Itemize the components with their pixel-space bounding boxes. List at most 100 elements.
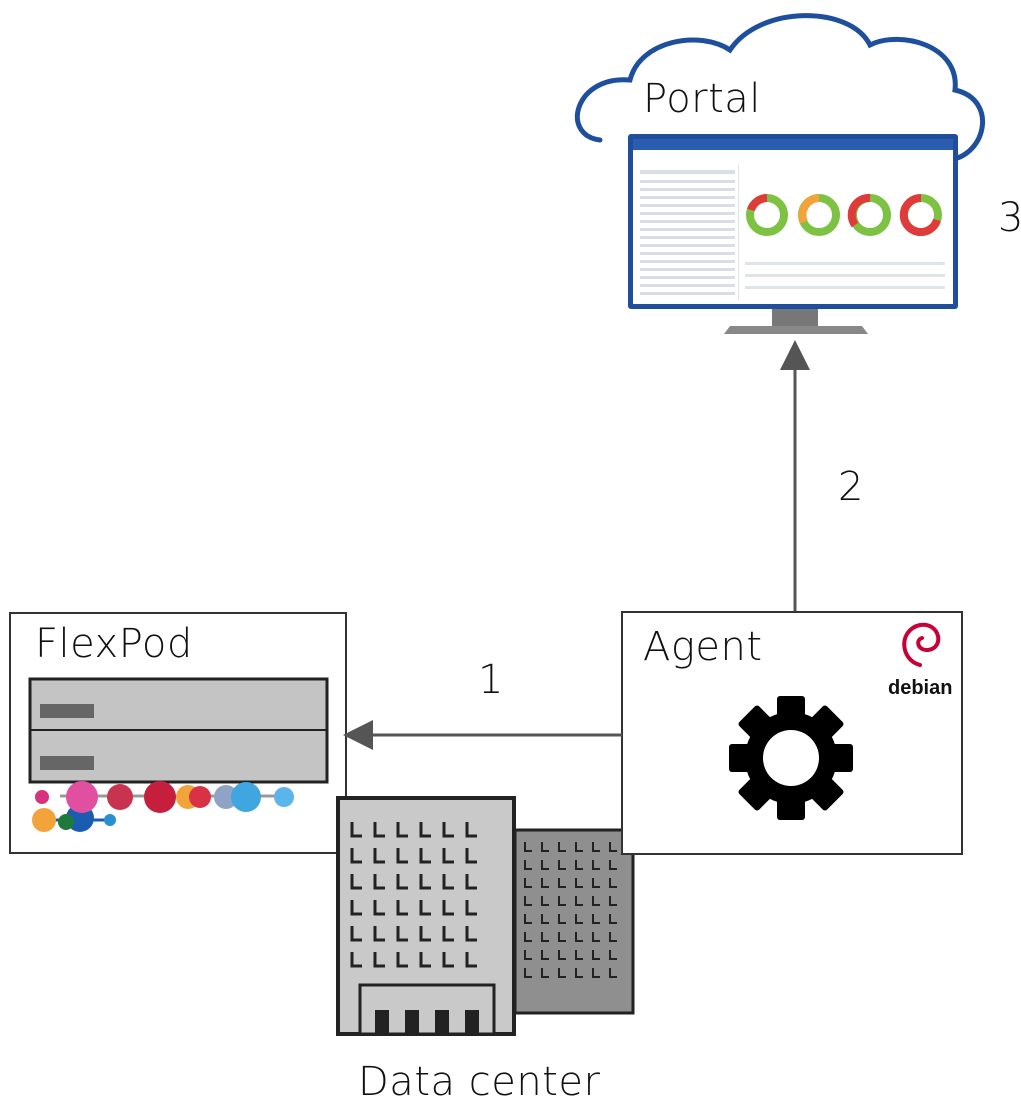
- building-window: [575, 896, 583, 906]
- building-window: [419, 900, 431, 916]
- step-3-label: 3: [998, 195, 1021, 241]
- building-window: [396, 848, 408, 864]
- building-window: [609, 896, 617, 906]
- monitor-icon: [628, 134, 958, 334]
- building-window: [396, 952, 408, 968]
- building-window: [442, 900, 454, 916]
- building-window: [350, 874, 362, 890]
- building-window: [419, 926, 431, 942]
- building-window: [558, 896, 566, 906]
- building-window: [442, 874, 454, 890]
- building-window: [396, 874, 408, 890]
- gear-icon: [729, 696, 853, 820]
- building-window: [558, 842, 566, 852]
- building-window: [373, 926, 385, 942]
- building-window: [575, 968, 583, 978]
- building-window: [350, 822, 362, 838]
- building-window: [419, 822, 431, 838]
- building-window: [524, 968, 532, 978]
- building-window: [524, 878, 532, 888]
- building-window: [592, 878, 600, 888]
- building-window: [541, 842, 549, 852]
- building-window: [592, 860, 600, 870]
- building-window: [575, 842, 583, 852]
- building-window: [592, 932, 600, 942]
- building-window: [350, 926, 362, 942]
- building-window: [592, 914, 600, 924]
- building-window: [442, 822, 454, 838]
- building-window: [609, 860, 617, 870]
- debian-label: debian: [888, 677, 953, 699]
- flexpod-server-icon: [28, 677, 329, 784]
- building-window: [350, 848, 362, 864]
- building-window: [609, 878, 617, 888]
- building-window: [541, 860, 549, 870]
- building-window: [575, 860, 583, 870]
- building-window: [524, 932, 532, 942]
- building-window: [419, 874, 431, 890]
- building-window: [442, 848, 454, 864]
- building-window: [524, 950, 532, 960]
- building-window: [609, 968, 617, 978]
- building-window: [609, 932, 617, 942]
- building-window: [558, 860, 566, 870]
- building-window: [524, 860, 532, 870]
- flexpod-dots: [32, 781, 294, 832]
- building-window: [558, 968, 566, 978]
- building-window: [541, 932, 549, 942]
- building-window: [524, 914, 532, 924]
- donut-charts: [746, 193, 942, 236]
- agent-label: Agent: [643, 624, 763, 670]
- building-window: [419, 848, 431, 864]
- building-window: [373, 874, 385, 890]
- step-1-label: 1: [478, 657, 504, 703]
- building-window: [541, 878, 549, 888]
- building-window: [541, 896, 549, 906]
- building-window: [524, 896, 532, 906]
- building-window: [350, 900, 362, 916]
- building-window: [373, 900, 385, 916]
- building-window: [592, 896, 600, 906]
- building-window: [609, 950, 617, 960]
- building-window: [575, 932, 583, 942]
- flexpod-label: FlexPod: [35, 621, 193, 667]
- building-window: [609, 914, 617, 924]
- building-window: [558, 878, 566, 888]
- building-window: [373, 848, 385, 864]
- building-window: [592, 950, 600, 960]
- building-window: [592, 842, 600, 852]
- building-window: [396, 900, 408, 916]
- building-window: [465, 926, 477, 942]
- building-window: [524, 842, 532, 852]
- building-window: [609, 842, 617, 852]
- building-window: [592, 968, 600, 978]
- building-window: [442, 952, 454, 968]
- step-2-label: 2: [838, 464, 864, 510]
- building-window: [465, 822, 477, 838]
- building-window: [558, 950, 566, 960]
- building-window: [465, 952, 477, 968]
- building-window: [575, 914, 583, 924]
- datacenter-building-icon: [336, 796, 635, 1036]
- datacenter-label: Data center: [358, 1059, 601, 1105]
- building-window: [465, 900, 477, 916]
- building-window: [575, 878, 583, 888]
- building-window: [558, 932, 566, 942]
- building-window: [465, 848, 477, 864]
- building-window: [419, 952, 431, 968]
- building-window: [541, 968, 549, 978]
- building-window: [575, 950, 583, 960]
- building-window: [396, 926, 408, 942]
- building-window: [541, 914, 549, 924]
- building-window: [373, 952, 385, 968]
- building-window: [442, 926, 454, 942]
- building-window: [396, 822, 408, 838]
- building-window: [350, 952, 362, 968]
- cloud-shape: [574, 13, 985, 163]
- building-window: [373, 822, 385, 838]
- building-window: [541, 950, 549, 960]
- building-window: [558, 914, 566, 924]
- debian-logo-icon: [902, 622, 941, 667]
- portal-label: Portal: [643, 76, 761, 122]
